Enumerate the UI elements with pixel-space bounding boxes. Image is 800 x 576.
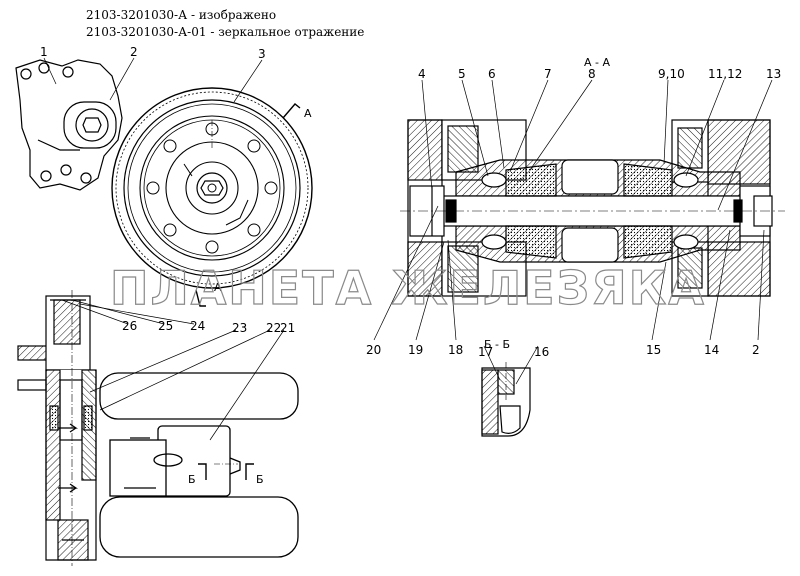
callout-13: 13	[766, 67, 781, 81]
callout-5: 5	[458, 67, 466, 81]
callout-2-left: 2	[130, 45, 138, 59]
section-a-label-bottom: А	[214, 281, 222, 294]
callout-22: 22	[266, 321, 281, 335]
callout-24: 24	[190, 319, 205, 333]
callout-23: 23	[232, 321, 247, 335]
section-a-marker-top	[282, 103, 301, 119]
wheel-side-view	[99, 372, 299, 558]
callout-11-12: 11,12	[708, 67, 742, 81]
callout-2-right: 2	[752, 343, 760, 357]
section-aa-title: А - А	[584, 56, 610, 69]
callout-19: 19	[408, 343, 423, 357]
callout-1: 1	[40, 45, 48, 59]
section-b-label-right: Б	[256, 473, 264, 486]
caption-line-1: 2103-3201030-А - изображено	[86, 8, 277, 22]
section-bb-title: Б - Б	[484, 338, 510, 351]
hub-front-view	[111, 87, 313, 289]
section-a-label-top: А	[304, 107, 312, 120]
callout-numbers: 1 2 3 4 5 6 7 8 9,10 11,12 13 14 15 2 16…	[40, 45, 781, 359]
caption-line-2: 2103-3201030-А-01 - зеркальное отражение	[86, 25, 365, 39]
callout-4: 4	[418, 67, 426, 81]
section-b-label-left: Б	[188, 473, 196, 486]
callout-7: 7	[544, 67, 552, 81]
callout-16: 16	[534, 345, 549, 359]
knuckle-side-section	[17, 290, 97, 566]
callout-18: 18	[448, 343, 463, 357]
callout-14: 14	[704, 343, 719, 357]
section-bb-view	[481, 362, 531, 437]
callout-6: 6	[488, 67, 496, 81]
watermark-text: ПЛАНЕТА ЖЕЛЕЗЯКА	[110, 261, 706, 315]
callout-20: 20	[366, 343, 381, 357]
callout-21: 21	[280, 321, 295, 335]
callout-15: 15	[646, 343, 661, 357]
section-b-marks	[198, 463, 254, 480]
callout-8: 8	[588, 67, 596, 81]
callout-26: 26	[122, 319, 137, 333]
section-a-marker-bottom	[195, 289, 206, 307]
callout-25: 25	[158, 319, 173, 333]
callout-9-10: 9,10	[658, 67, 685, 81]
knuckle-front-view	[15, 59, 123, 191]
leader-lines	[43, 57, 773, 441]
section-aa-view	[400, 119, 785, 297]
callout-17: 17	[478, 345, 493, 359]
callout-3: 3	[258, 47, 266, 61]
